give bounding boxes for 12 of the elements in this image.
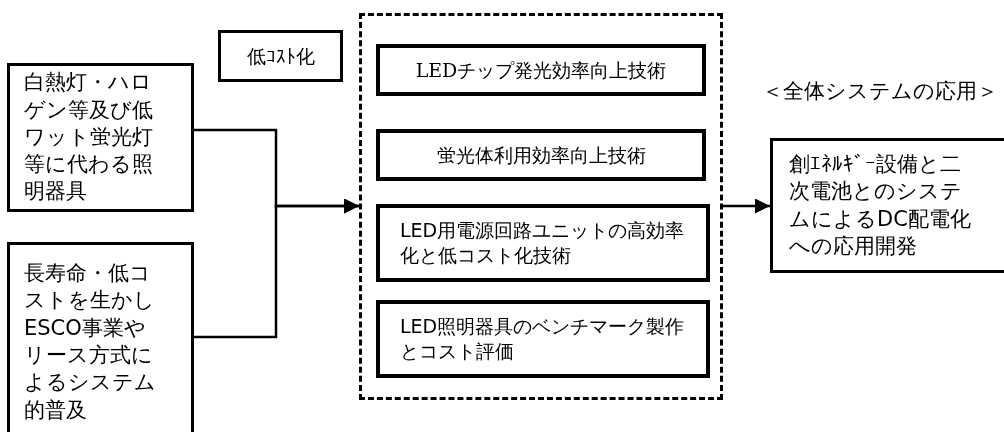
process-box: 白熱灯・ハロゲン等及び低ワット蛍光灯等に代わる照明器具 (7, 63, 194, 212)
process-box: 蛍光体利用効率向上技術 (376, 129, 706, 181)
arrow (723, 198, 770, 214)
dashed-group-frame (359, 13, 723, 400)
section-heading: ＜全体システムの応用＞ (762, 78, 998, 105)
process-box: 長寿命・低コストを生かしESCO事業やリース方式によるシステム的普及 (7, 242, 194, 432)
arrow (194, 198, 359, 339)
process-box: LEDチップ発光効率向上技術 (376, 44, 706, 96)
process-box: 創ｴﾈﾙｷﾞｰ設備と二次電池とのシステムによるDC配電化への応用開発 (770, 138, 1004, 273)
process-box: LED照明器具のベンチマーク製作とコスト評価 (376, 300, 710, 378)
tag-box: 低ｺｽﾄ化 (218, 30, 343, 82)
process-box: LED用電源回路ユニットの高効率化と低コスト化技術 (376, 204, 710, 282)
